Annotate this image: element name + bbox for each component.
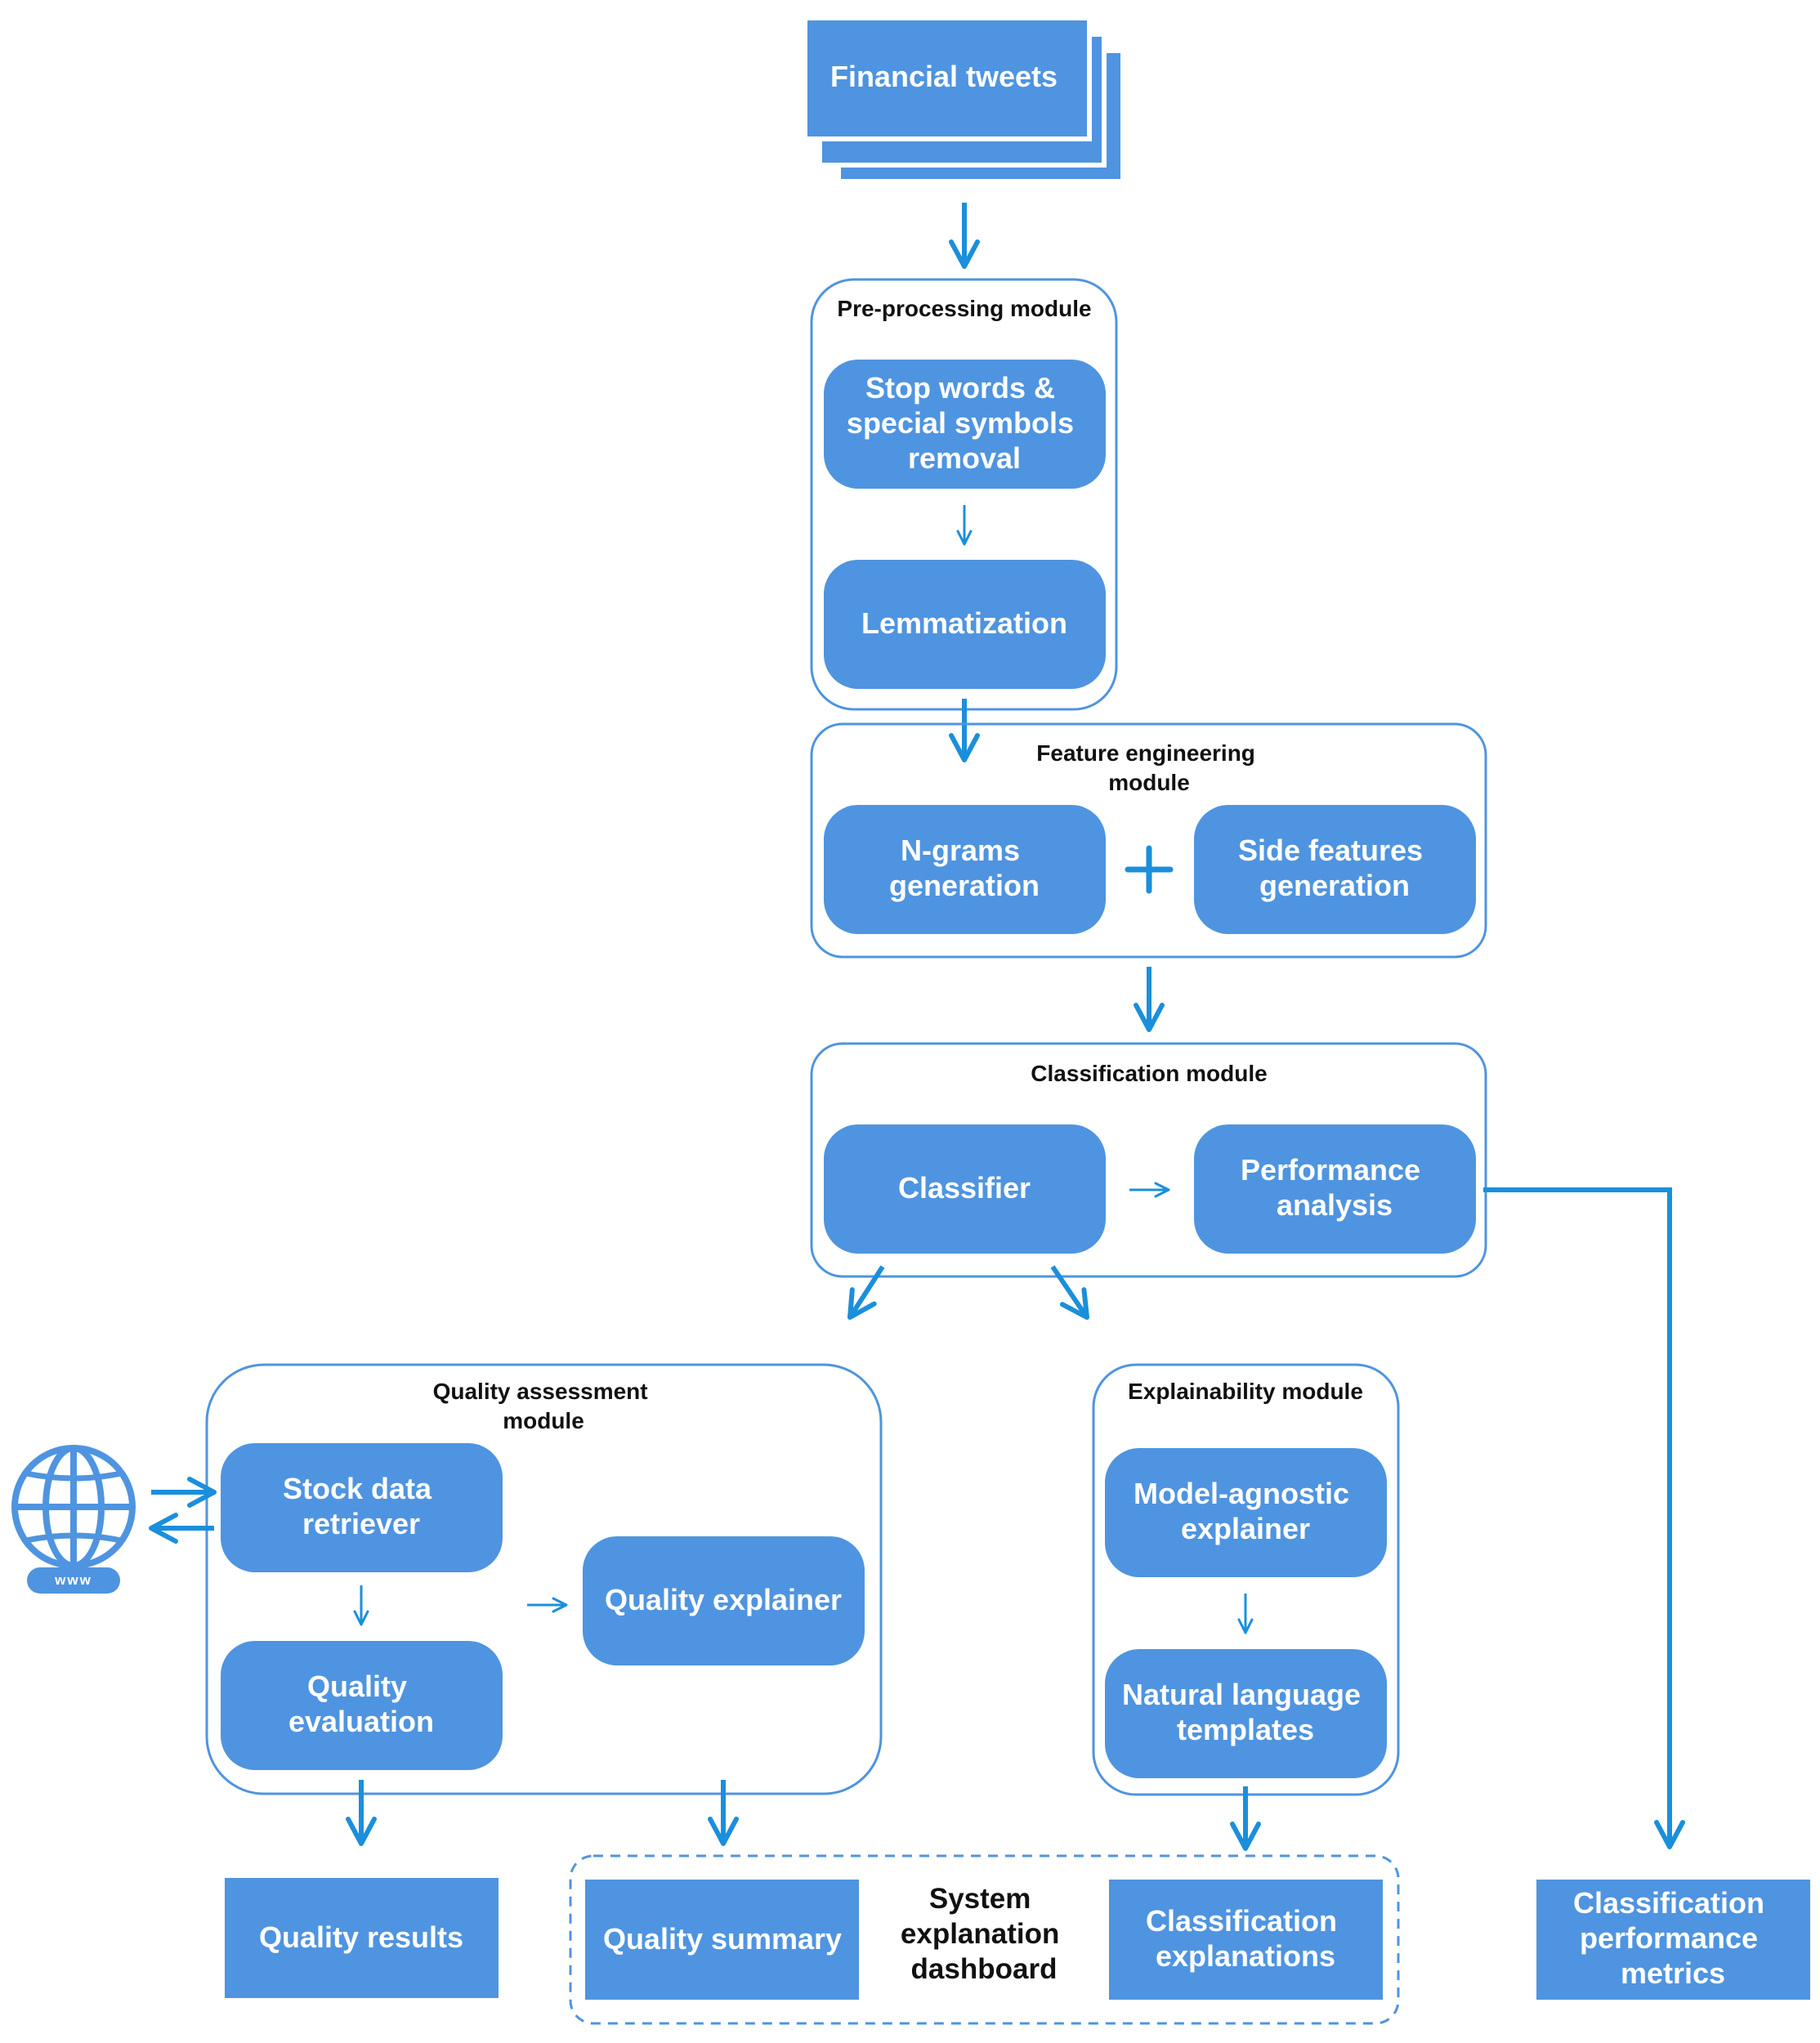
svg-text:Feature engineering modu: Feature engineering module [1036, 740, 1261, 795]
svg-text:Quality results: Quality results [259, 1920, 463, 1954]
preprocessing-module: Pre-processing module Stop words & speci… [810, 278, 1118, 711]
arrow-performance-to-metrics [1483, 1187, 1685, 1849]
svg-text:System explanation: System explanation dashboard [901, 1883, 1067, 1985]
svg-text:Quality assessment modul: Quality assessment module [433, 1379, 655, 1433]
side-features-line-1: Side features [1238, 834, 1423, 867]
quality-evaluation-box: Quality evaluation [221, 1641, 503, 1770]
quality-summary-box: Quality summary [585, 1880, 859, 2000]
svg-text:Financial tweets: Financial tweets [830, 60, 1058, 93]
side-features-box: Side features generation [1194, 805, 1476, 934]
dashboard-title-3: dashboard [911, 1953, 1058, 1985]
svg-text:Classification explana: Classification explanations [1146, 1904, 1345, 1973]
svg-text:Natural language templ: Natural language templates [1122, 1678, 1369, 1746]
classification-title: Classification module [1031, 1061, 1267, 1086]
quality-assessment-title-2: module [503, 1408, 584, 1433]
performance-line-2: analysis [1277, 1188, 1393, 1222]
ngrams-box: N-grams generation [824, 805, 1106, 934]
svg-text:Pre-processing module: Pre-processing module [837, 296, 1091, 321]
system-dashboard: Quality summary System explanation dashb… [569, 1854, 1400, 2025]
svg-text:www: www [54, 1572, 92, 1588]
feature-engineering-module: Feature engineering module N-grams gener… [810, 722, 1487, 959]
performance-line-1: Performance [1241, 1153, 1420, 1187]
classification-explanations-line-2: explanations [1156, 1939, 1335, 1973]
stock-retriever-box: Stock data retriever [221, 1443, 503, 1572]
classifier-box: Classifier [824, 1124, 1106, 1254]
nl-templates-line-2: templates [1177, 1713, 1314, 1746]
financial-tweets-label: Financial tweets [830, 60, 1058, 93]
stopwords-line-2: special symbols [847, 406, 1074, 440]
www-label: www [54, 1572, 92, 1588]
quality-summary-label: Quality summary [603, 1922, 842, 1956]
dashboard-title-1: System [929, 1883, 1031, 1915]
explainability-title: Explainability module [1128, 1379, 1363, 1404]
classification-explanations-line-1: Classification [1146, 1904, 1337, 1938]
lemmatization-label: Lemmatization [861, 606, 1067, 640]
performance-metrics-line-3: metrics [1621, 1956, 1725, 1990]
ngrams-line-2: generation [889, 869, 1040, 902]
classification-explanations-box: Classification explanations [1109, 1880, 1383, 2000]
plus-icon [1125, 845, 1174, 894]
svg-text:Explainability module: Explainability module [1128, 1379, 1363, 1404]
svg-text:Stop words & special s: Stop words & special symbols removal [847, 371, 1082, 475]
performance-metrics-box: Classification performance metrics [1536, 1880, 1810, 2000]
classifier-label: Classifier [898, 1171, 1031, 1205]
quality-evaluation-line-1: Quality [307, 1670, 407, 1703]
svg-text:Classification performan: Classification performance metrics [1573, 1886, 1773, 1990]
stock-retriever-line-2: retriever [302, 1507, 420, 1540]
explainability-module: Explainability module Model-agnostic exp… [1092, 1363, 1400, 1796]
performance-metrics-line-1: Classification [1573, 1886, 1764, 1920]
svg-text:Performance analysis: Performance analysis [1241, 1153, 1429, 1222]
svg-text:N-grams generation: N-grams generation [889, 834, 1040, 902]
quality-results-label: Quality results [259, 1920, 463, 1954]
preprocessing-title: Pre-processing module [837, 296, 1091, 321]
svg-text:Side features generati: Side features generation [1238, 834, 1431, 902]
globe-icon: www [11, 1445, 136, 1594]
arrow-classification-to-explainability [1050, 1265, 1089, 1320]
quality-explainer-box: Quality explainer [583, 1536, 865, 1665]
classification-module: Classification module Classifier Perform… [810, 1042, 1487, 1278]
svg-text:Classification module: Classification module [1031, 1061, 1267, 1086]
stopwords-removal-box: Stop words & special symbols removal [824, 360, 1106, 489]
svg-text:Quality evaluation: Quality evaluation [288, 1670, 434, 1738]
svg-text:Lemmatization: Lemmatization [861, 606, 1067, 640]
quality-evaluation-line-2: evaluation [288, 1705, 434, 1738]
model-agnostic-line-1: Model-agnostic [1134, 1477, 1349, 1510]
nl-templates-box: Natural language templates [1105, 1649, 1387, 1778]
quality-results-box: Quality results [225, 1878, 499, 1998]
feature-engineering-title-1: Feature engineering [1036, 740, 1255, 766]
ngrams-line-1: N-grams [901, 834, 1020, 867]
svg-text:Classifier: Classifier [898, 1171, 1031, 1205]
quality-assessment-title-1: Quality assessment [433, 1379, 648, 1404]
model-agnostic-box: Model-agnostic explainer [1105, 1448, 1387, 1577]
dashboard-title-2: explanation [901, 1918, 1059, 1950]
stopwords-line-1: Stop words & [865, 371, 1055, 405]
svg-text:Quality explainer: Quality explainer [605, 1583, 842, 1616]
side-features-line-2: generation [1259, 869, 1410, 902]
quality-assessment-module: Quality assessment module Stock data ret… [205, 1363, 883, 1795]
performance-analysis-box: Performance analysis [1194, 1124, 1476, 1254]
arrow-classification-to-quality [847, 1265, 885, 1320]
model-agnostic-line-2: explainer [1181, 1512, 1310, 1545]
svg-text:Model-agnostic explain: Model-agnostic explainer [1134, 1477, 1357, 1545]
financial-tweets-stack: Financial tweets [803, 16, 1125, 184]
lemmatization-box: Lemmatization [824, 560, 1106, 689]
stock-retriever-line-1: Stock data [283, 1472, 432, 1505]
performance-metrics-line-2: performance [1580, 1921, 1758, 1955]
quality-explainer-label: Quality explainer [605, 1583, 842, 1616]
feature-engineering-title-2: module [1108, 770, 1190, 795]
stopwords-line-3: removal [908, 441, 1021, 475]
svg-text:Stock data retriever: Stock data retriever [283, 1472, 440, 1540]
nl-templates-line-1: Natural language [1122, 1678, 1361, 1711]
svg-text:Quality summary: Quality summary [603, 1922, 842, 1956]
